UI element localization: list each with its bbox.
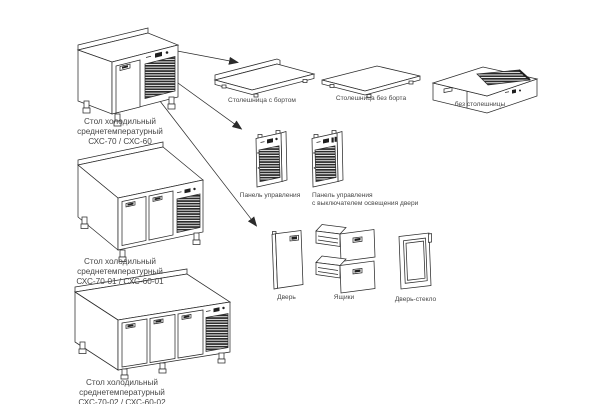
controller-display xyxy=(184,188,191,194)
no-tabletop-drawing xyxy=(431,66,539,114)
door-front xyxy=(115,59,141,114)
control-panel-label: Панель управления xyxy=(239,191,301,199)
tabletop-with-rim-drawing xyxy=(213,58,316,98)
door-handle-grip xyxy=(127,324,134,328)
table-2-model: СХС-70-01 / СХС-60-01 xyxy=(76,277,164,286)
table-2-label: Стол холодильный среднетемпературный СХС… xyxy=(76,257,163,287)
edge-band xyxy=(214,73,315,95)
screw-dot xyxy=(257,152,259,154)
switch-mark xyxy=(176,191,182,194)
drawer-unit xyxy=(315,255,376,294)
control-panel-with-switch-label-line: Панель управления xyxy=(312,191,373,199)
door-front xyxy=(121,196,147,246)
light-switch xyxy=(334,136,337,142)
door-front xyxy=(121,318,148,368)
switch-mark xyxy=(316,141,321,143)
glass-door-label: Дверь-стекло xyxy=(394,295,437,303)
door-handle-grip xyxy=(155,319,162,323)
table-3-model: СХС-70-02 / СХС-60-02 xyxy=(78,398,166,404)
door-handle-grip xyxy=(183,315,190,319)
controller-display xyxy=(155,51,162,58)
door-handle-grip xyxy=(154,197,161,201)
table-1-name-line: Стол холодильный xyxy=(83,117,156,126)
mount-tab xyxy=(408,80,414,85)
table-3-name-line: среднетемпературный xyxy=(79,388,165,397)
door-handle xyxy=(443,87,453,93)
vent-grille xyxy=(314,145,337,183)
drawers-label: Ящики xyxy=(333,293,355,301)
legs xyxy=(82,96,176,127)
door-handle-grip xyxy=(291,236,297,240)
legs xyxy=(80,216,201,262)
table-1-label: Стол холодильный среднетемпературный СХС… xyxy=(77,117,163,147)
table-3-name-line: Стол холодильный xyxy=(86,378,158,387)
controller-display xyxy=(323,138,329,144)
door-front xyxy=(149,314,176,363)
table-3-label: Стол холодильный среднетемпературный СХС… xyxy=(78,378,165,404)
screw-dot xyxy=(313,152,315,154)
table-1-name-line: среднетемпературный xyxy=(77,127,163,136)
drawer-front xyxy=(339,260,376,294)
indicator-dot xyxy=(222,306,225,310)
indicator-dot xyxy=(165,51,169,54)
door-front xyxy=(148,190,174,241)
door-drawing xyxy=(271,230,304,290)
glass-door-drawing xyxy=(398,232,432,290)
mount-tab xyxy=(221,84,227,89)
door-handle-grip xyxy=(354,269,361,273)
drawer-unit xyxy=(315,224,376,262)
hinge xyxy=(428,233,432,243)
mount-tab xyxy=(302,79,308,83)
drawer-front xyxy=(339,229,376,262)
mount-tab xyxy=(253,93,259,98)
indicator-dot xyxy=(275,137,278,141)
mount-tab xyxy=(329,84,335,88)
glass-pane xyxy=(405,240,426,281)
control-panel-with-switch-drawing xyxy=(311,130,344,188)
indicator-dot xyxy=(519,89,521,92)
table-1-model: СХС-70 / СХС-60 xyxy=(88,137,152,146)
table-3-drawing xyxy=(73,268,232,380)
door-handle-grip xyxy=(127,202,134,206)
control-panel-with-switch-label-line: с выключателем освещения двери xyxy=(312,200,419,207)
tabletop-without-rim-label: Столешница без борта xyxy=(335,95,407,102)
controller-display xyxy=(512,89,516,94)
control-panel-with-switch-label: Панель управления с выключателем освещен… xyxy=(312,192,418,209)
controller-display xyxy=(213,307,220,313)
vent-grille xyxy=(176,193,201,233)
vent-grille xyxy=(144,56,176,99)
screw-dot xyxy=(257,167,260,169)
control-panel-drawing xyxy=(255,130,288,188)
switch-mark xyxy=(504,91,510,93)
door-front xyxy=(275,230,304,289)
table-2-name-line: среднетемпературный xyxy=(77,267,163,276)
arrow-to-tabletop xyxy=(171,49,239,65)
table-1-drawing xyxy=(76,27,180,127)
light-switch xyxy=(331,137,334,143)
opening-edge xyxy=(518,69,531,81)
door-label: Дверь xyxy=(277,293,296,301)
door-handle-grip xyxy=(354,237,361,242)
table-2-drawing xyxy=(77,141,204,262)
door-front xyxy=(177,309,204,359)
table-2-name-line: Стол холодильный xyxy=(84,257,156,266)
door-handle-grip xyxy=(122,65,128,69)
indicator-dot xyxy=(193,187,196,191)
tabletop-without-rim-drawing xyxy=(321,65,421,98)
screw-dot xyxy=(313,167,316,169)
tabletop-with-rim-label: Столешница с бортом xyxy=(228,97,296,104)
switch-mark xyxy=(260,141,265,143)
mount-tab xyxy=(366,94,372,98)
no-tabletop-label: без столешницы xyxy=(454,101,506,108)
controller-display xyxy=(267,138,273,144)
vent-grille xyxy=(205,313,229,352)
switch-mark xyxy=(145,55,152,58)
edge-band xyxy=(321,75,421,96)
legs xyxy=(78,341,226,380)
switch-mark xyxy=(205,310,211,312)
drawers-drawing xyxy=(315,224,376,294)
vent-grille xyxy=(258,145,281,183)
